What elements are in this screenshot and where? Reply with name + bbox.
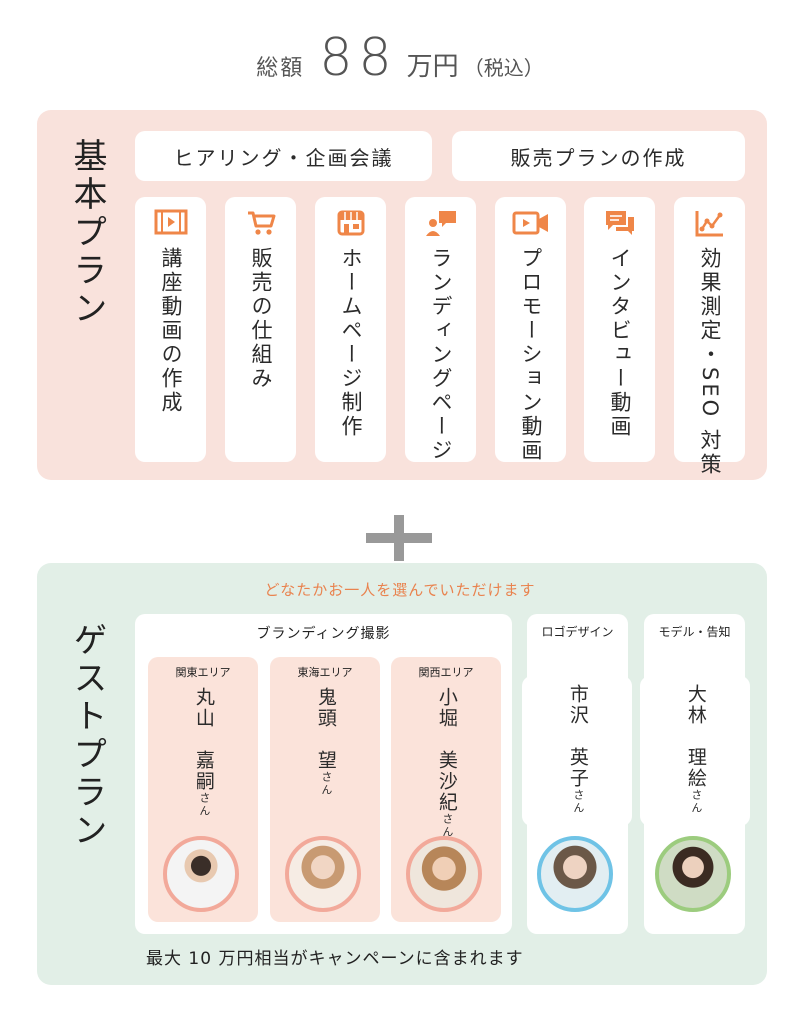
basic-item-promotion-video: プロモーション動画 [495,197,566,463]
person-card: 市沢 英子さん [522,676,632,826]
basic-item-homepage: ホームページ制作 [315,197,386,462]
basic-item-seo: 効果測定・SEO 対策 [674,197,745,477]
campaign-note: 最大 10 万円相当がキャンペーンに含まれます [146,949,524,969]
basic-item-label: ホームページ制作 [339,247,363,439]
basic-item-interview-video: インタビュー動画 [584,197,655,462]
price-line: 総額 88 万円 （税込） [0,28,800,88]
honorific: さん [571,789,585,815]
plus-icon [366,515,432,565]
honorific: さん [689,789,703,815]
logo-design-title: ロゴデザイン [541,625,614,639]
video-icon [135,209,206,237]
model-title: モデル・告知 [658,625,731,639]
hearing-box: ヒアリング・企画会議 [135,131,432,181]
avatar [163,836,239,912]
person-name: 鬼頭 望 [314,687,337,771]
region-label: 東海エリア [297,666,353,679]
person-name: 市沢 英子 [566,684,589,789]
honorific: さん [319,771,333,797]
region-label: 関西エリア [418,666,474,679]
storefront-icon [315,209,386,237]
price-tax: （税込） [463,56,544,80]
person-name: 小堀 美沙紀 [435,687,458,813]
guest-plan-title: ゲストプラン [67,622,107,850]
basic-plan-title: 基本プラン [67,138,107,328]
price-amount: 88 [319,28,398,88]
basic-item-label: インタビュー動画 [608,247,632,439]
basic-item-label: 講座動画の作成 [159,247,183,415]
analytics-icon [674,209,745,237]
basic-item-landing-page: ランディングページ [405,197,476,463]
basic-item-label: 販売の仕組み [249,247,273,391]
basic-item-label: ランディングページ [429,247,453,463]
avatar [285,836,361,912]
basic-item-label: プロモーション動画 [519,247,543,463]
basic-item-lecture-video: 講座動画の作成 [135,197,206,462]
branding-title: ブランディング撮影 [256,626,391,642]
sales-plan-box: 販売プランの作成 [452,131,745,181]
person-name: 大林 理絵 [684,684,707,789]
guest-note: どなたかお一人を選んでいただけます [264,581,536,599]
video-camera-icon [495,209,566,237]
person-card: 東海エリア 鬼頭 望さん [270,657,380,922]
person-card: 大林 理絵さん [640,676,750,826]
honorific: さん [197,792,211,818]
honorific: さん [440,813,454,839]
avatar [537,836,613,912]
person-name: 丸山 嘉嗣 [192,687,215,792]
chat-bubbles-icon [584,209,655,237]
cart-icon [225,209,296,237]
price-unit: 万円 [406,52,459,82]
price-label: 総額 [256,56,305,81]
avatar [406,836,482,912]
basic-item-label: 効果測定・SEO 対策 [698,247,722,477]
avatar [655,836,731,912]
basic-item-sales-system: 販売の仕組み [225,197,296,462]
region-label: 関東エリア [175,666,231,679]
user-chat-icon [405,209,476,237]
